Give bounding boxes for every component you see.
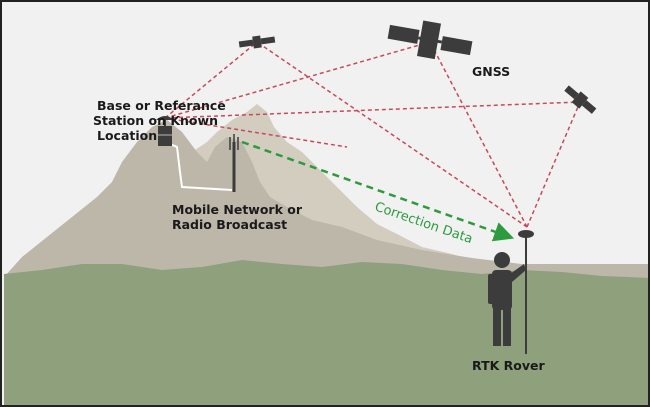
satellite-icon bbox=[238, 35, 276, 49]
rtk-rover-label: RTK Rover bbox=[472, 358, 545, 373]
network-label-line1: Mobile Network or bbox=[172, 202, 303, 217]
mountain-front bbox=[4, 120, 648, 292]
satellite-icon bbox=[387, 20, 473, 60]
correction-data-link bbox=[241, 140, 515, 242]
base-station-label-line1: Base or Referance bbox=[97, 98, 226, 113]
satellite-icon bbox=[564, 85, 597, 114]
base-station-icon bbox=[156, 116, 174, 146]
network-label-line2: Radio Broadcast bbox=[172, 217, 287, 232]
ground bbox=[4, 260, 648, 405]
base-station-label-line2: Station on Known bbox=[93, 113, 218, 128]
gnss-label: GNSS bbox=[472, 64, 510, 79]
rover-person-icon bbox=[488, 230, 534, 354]
radio-tower-icon bbox=[229, 134, 239, 192]
base-station-label-line3: Location bbox=[97, 128, 157, 143]
satellite-links bbox=[164, 41, 581, 228]
base-cable bbox=[164, 141, 233, 191]
